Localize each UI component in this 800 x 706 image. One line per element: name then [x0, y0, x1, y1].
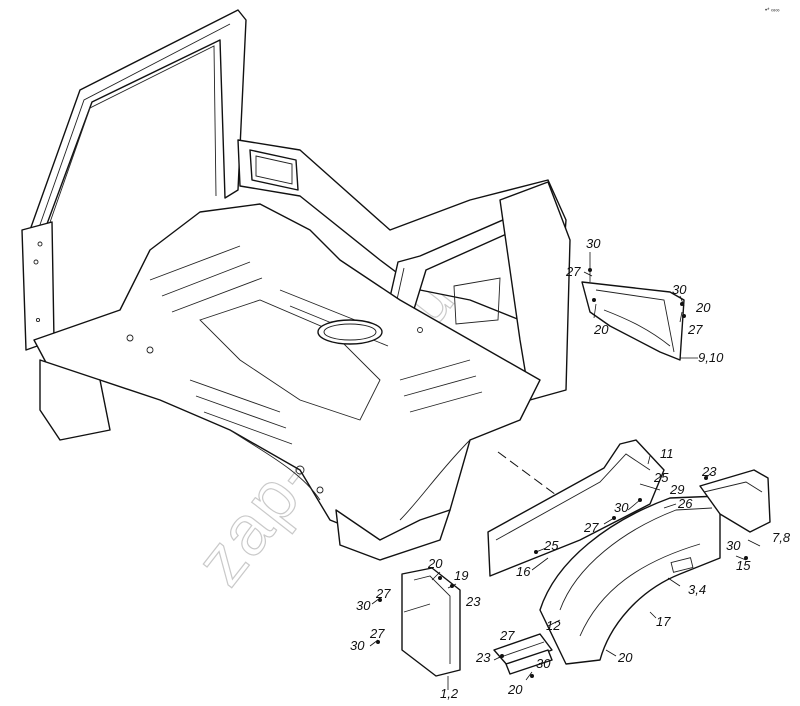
- left-pillar: [21, 221, 55, 351]
- callout-15: 15: [736, 558, 751, 573]
- callout-3-4: 3,4: [688, 582, 706, 597]
- callout-17: 17: [656, 614, 671, 629]
- callout-30: 30: [536, 656, 551, 671]
- callout-26: 26: [677, 496, 693, 511]
- part-1-2: [401, 567, 461, 677]
- part-11: [487, 439, 665, 577]
- callout-30: 30: [672, 282, 687, 297]
- callout-27: 27: [375, 586, 391, 601]
- callout-1-2: 1,2: [440, 686, 459, 701]
- callout-25: 25: [543, 538, 559, 553]
- callout-7-8: 7,8: [772, 530, 791, 545]
- fasteners: [376, 268, 748, 678]
- leaders: [369, 252, 761, 690]
- callout-30: 30: [356, 598, 371, 613]
- callout-23: 23: [465, 594, 481, 609]
- callout-19: 19: [454, 568, 468, 583]
- corner-mark: •* ∞∞: [765, 8, 780, 14]
- callout-20: 20: [427, 556, 443, 571]
- callout-25: 25: [653, 470, 669, 485]
- callout-30: 30: [586, 236, 601, 251]
- callout-27: 27: [583, 520, 599, 535]
- front-step-left: [39, 359, 111, 441]
- front-step-right: [335, 509, 451, 561]
- floor-tunnel: [199, 299, 381, 421]
- callout-23: 23: [701, 464, 717, 479]
- part-3-4: [539, 495, 721, 665]
- callout-23: 23: [475, 650, 491, 665]
- callout-27: 27: [499, 628, 515, 643]
- callout-27: 27: [565, 264, 581, 279]
- callout-30: 30: [614, 500, 629, 515]
- door-frame-inner: [47, 45, 217, 229]
- right-rear-panel: [499, 181, 571, 401]
- callout-20: 20: [617, 650, 633, 665]
- callout-12: 12: [546, 618, 561, 633]
- callout-20: 20: [593, 322, 609, 337]
- part-9-10: [581, 281, 698, 361]
- callout-labels: 30 27 20 30 20 27 9,10 11 25 23 29 30 26…: [350, 236, 791, 701]
- part-7-8: [699, 469, 771, 533]
- callout-20: 20: [695, 300, 711, 315]
- callout-30: 30: [726, 538, 741, 553]
- callout-27: 27: [687, 322, 703, 337]
- callout-16: 16: [516, 564, 531, 579]
- floor-pan: [33, 203, 541, 541]
- cab-frame: [21, 9, 571, 561]
- part-12: [493, 633, 553, 675]
- callout-30: 30: [350, 638, 365, 653]
- callout-27: 27: [369, 626, 385, 641]
- callout-29: 29: [669, 482, 684, 497]
- callout-11: 11: [660, 446, 674, 461]
- rear-window: [249, 149, 299, 191]
- callout-20: 20: [507, 682, 523, 697]
- callout-9-10: 9,10: [698, 350, 724, 365]
